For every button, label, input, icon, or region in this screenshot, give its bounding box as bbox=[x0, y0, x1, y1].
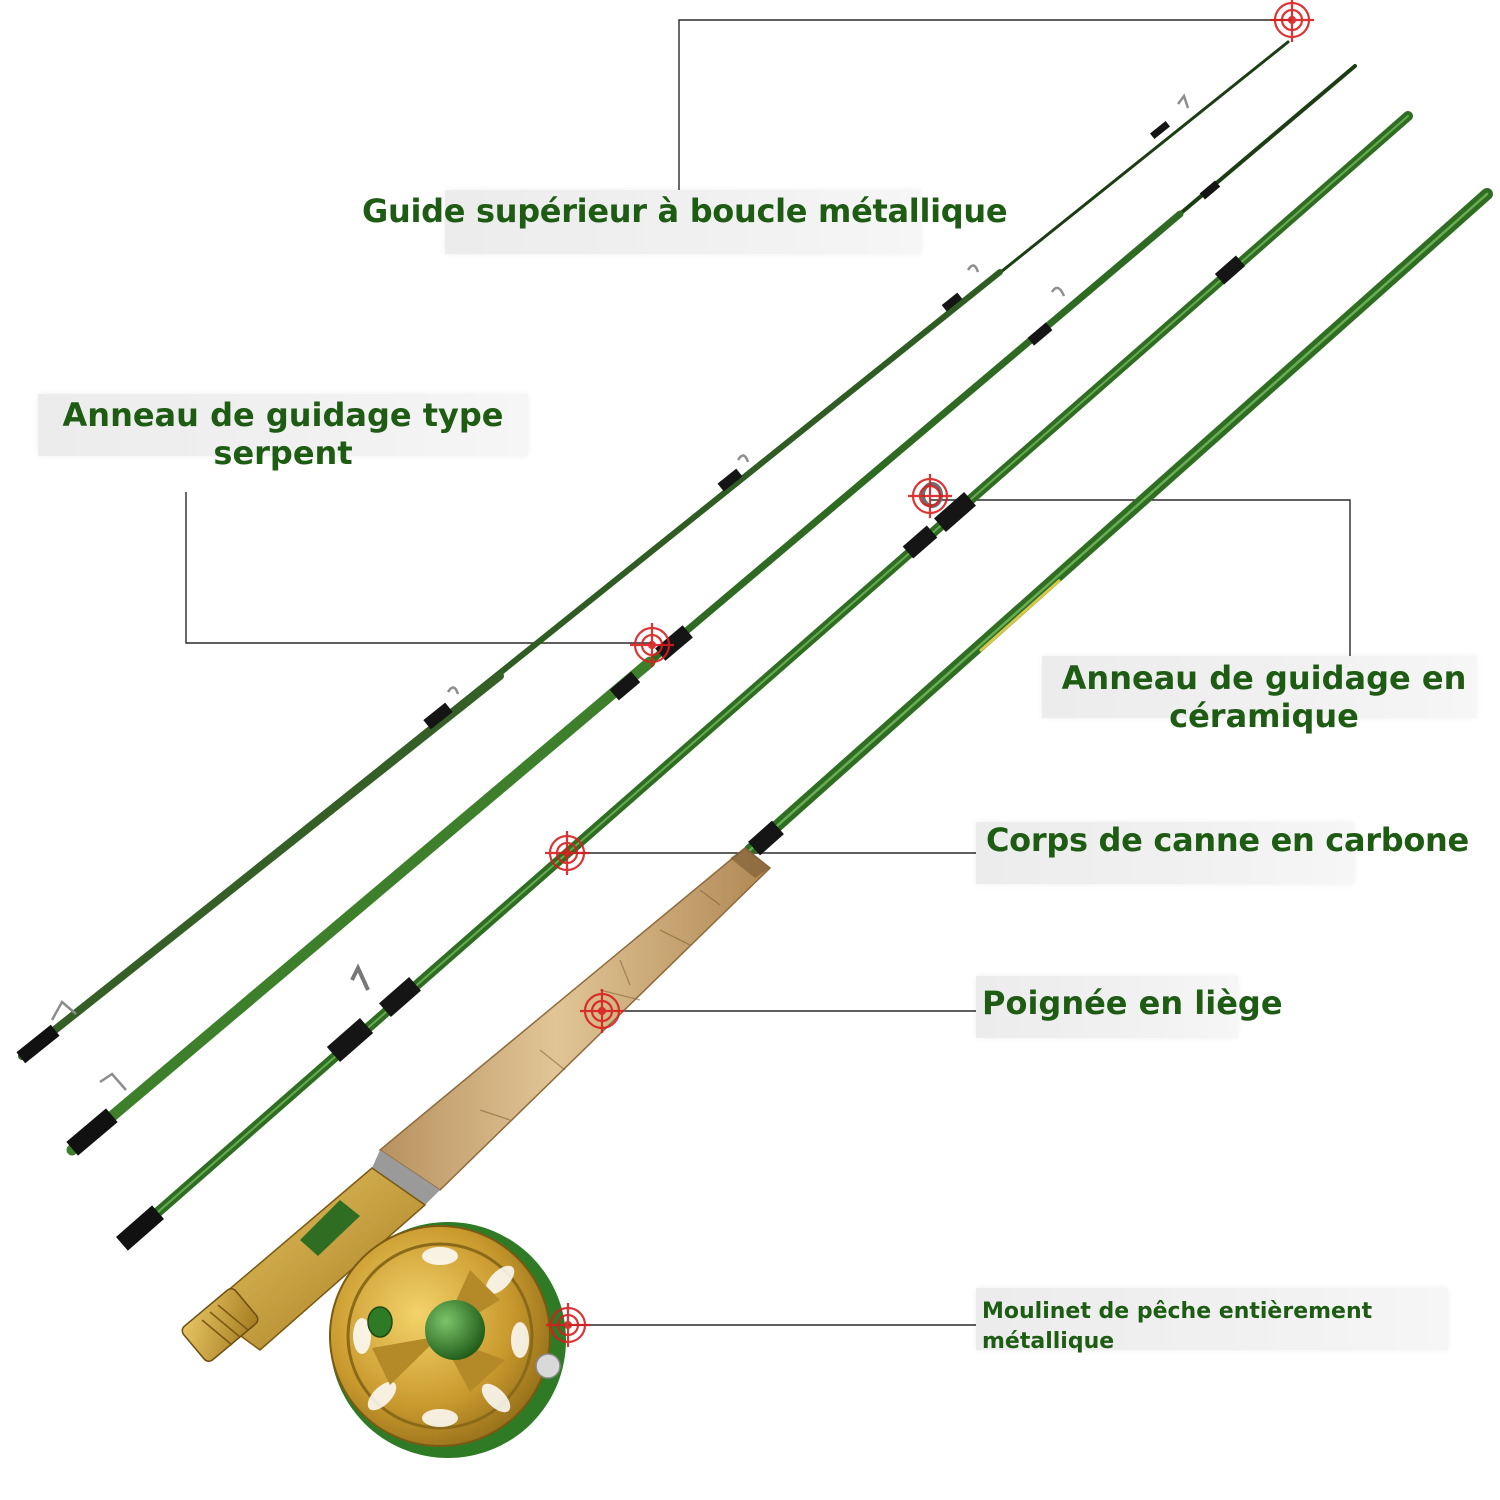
ceramic-guide-icon bbox=[350, 963, 370, 991]
label-bg-ceramic-guide bbox=[1042, 656, 1476, 718]
callout-snake-guide: Anneau de guidage type serpent bbox=[62, 396, 504, 472]
rod-butt-section bbox=[744, 188, 1493, 856]
rod-section-two bbox=[66, 64, 1357, 1156]
fly-reel bbox=[329, 1222, 566, 1458]
label-bg-reel bbox=[976, 1288, 1448, 1350]
leader-line-snake-guide bbox=[185, 492, 652, 644]
label-bg-top-guide bbox=[445, 190, 921, 254]
target-icon-snake-guide bbox=[630, 623, 674, 667]
cork-handle bbox=[372, 847, 772, 1205]
target-icon-ceramic-guide bbox=[908, 474, 952, 518]
target-icon-cork bbox=[580, 989, 624, 1033]
callout-metal-reel: Moulinet de pêche entièrement métallique bbox=[982, 1299, 1373, 1354]
label-bg-carbon bbox=[976, 822, 1354, 884]
callout-top-guide: Guide supérieur à boucle métallique bbox=[362, 192, 1008, 230]
label-bg-snake-guide bbox=[38, 394, 528, 456]
rod-tip-section bbox=[16, 40, 1290, 1064]
label-bg-cork bbox=[976, 976, 1238, 1038]
target-markers bbox=[545, 0, 1314, 1347]
reel-seat bbox=[181, 1167, 427, 1363]
snake-guide-icon bbox=[966, 264, 980, 273]
leader-line-top-guide bbox=[678, 19, 1292, 190]
leader-lines bbox=[185, 19, 1351, 1326]
rod-section-three bbox=[116, 111, 1413, 1251]
top-guide-icon bbox=[1177, 93, 1190, 109]
guides bbox=[50, 93, 1190, 1091]
target-icon-top-guide bbox=[1270, 0, 1314, 42]
target-icon-carbon bbox=[545, 831, 589, 875]
callout-ceramic-guide: Anneau de guidage en céramique bbox=[1061, 659, 1467, 735]
callout-carbon-blank: Corps de canne en carbone bbox=[986, 821, 1469, 859]
leader-line-ceramic-guide bbox=[930, 499, 1351, 656]
target-icon-reel bbox=[546, 1303, 590, 1347]
callout-cork-handle: Poignée en liège bbox=[982, 984, 1283, 1022]
